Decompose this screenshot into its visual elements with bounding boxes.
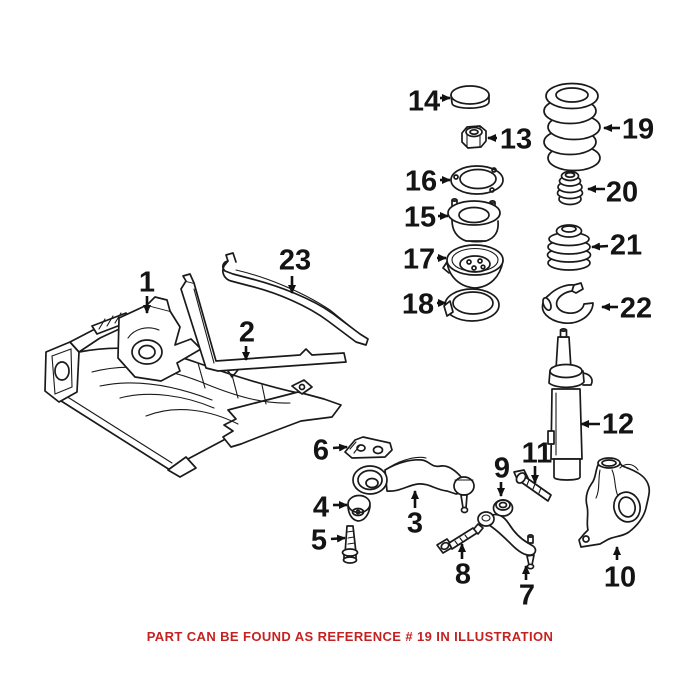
- spring-seat-drawing: [442, 244, 504, 289]
- ref-label-22: 22: [620, 292, 652, 324]
- ref-label-11: 11: [522, 437, 553, 469]
- bushing-drawing: [347, 494, 371, 522]
- ref-label-16: 16: [405, 165, 437, 197]
- ref-label-9: 9: [494, 452, 510, 484]
- brace-bar-drawing: [221, 252, 369, 346]
- ref-label-4: 4: [313, 491, 329, 523]
- reference-arrows: [143, 94, 621, 580]
- lower-spring-pad-drawing: [443, 288, 500, 322]
- steering-knuckle-drawing: [578, 457, 651, 548]
- ref-label-2: 2: [239, 316, 255, 348]
- ref-label-5: 5: [311, 524, 327, 556]
- ref-label-12: 12: [602, 408, 634, 440]
- strut-boot-drawing: [546, 224, 592, 271]
- ref-label-6: 6: [313, 434, 329, 466]
- lock-nut-drawing: [461, 125, 487, 149]
- control-arm-drawing: [352, 456, 475, 514]
- ref-label-20: 20: [606, 176, 638, 208]
- ref-label-10: 10: [604, 561, 636, 593]
- ref-label-18: 18: [402, 288, 434, 320]
- strut-mount-drawing: [447, 197, 501, 243]
- ref-arrow-6: [332, 443, 348, 452]
- ref-label-3: 3: [407, 507, 423, 539]
- ref-label-14: 14: [408, 85, 440, 117]
- ref-label-21: 21: [610, 229, 642, 261]
- bolt-8-drawing: [436, 527, 478, 554]
- bracket-drawing: [344, 436, 393, 459]
- ref-label-23: 23: [279, 244, 311, 276]
- bump-stop-drawing: [556, 170, 584, 206]
- ref-arrow-5: [330, 534, 346, 543]
- ref-label-19: 19: [622, 113, 654, 145]
- ref-arrow-21: [591, 242, 609, 251]
- ref-label-13: 13: [500, 123, 532, 155]
- bolt-5-drawing: [341, 525, 359, 564]
- ref-label-17: 17: [403, 243, 435, 275]
- ref-label-15: 15: [404, 201, 436, 233]
- reference-caption: PART CAN BE FOUND AS REFERENCE # 19 IN I…: [146, 629, 554, 644]
- cap-drawing: [450, 85, 490, 109]
- subframe-drawing: [44, 296, 342, 478]
- retaining-ring-drawing: [450, 165, 504, 195]
- strut-drawing: [547, 327, 593, 481]
- tension-strut-drawing: [472, 511, 537, 570]
- bolt-11-drawing: [513, 469, 552, 502]
- spring-pad-crescent-drawing: [541, 282, 594, 325]
- ref-label-7: 7: [519, 579, 535, 611]
- coil-spring-drawing: [543, 82, 601, 172]
- flange-nut-drawing: [492, 499, 514, 517]
- reinforcement-plate-drawing: [180, 273, 347, 378]
- ref-label-8: 8: [455, 558, 471, 590]
- reference-labels: 1 2 3 4 5 6 7 8 9 10 11 12 13 14 15 16 1…: [139, 85, 654, 611]
- ref-label-1: 1: [139, 266, 155, 298]
